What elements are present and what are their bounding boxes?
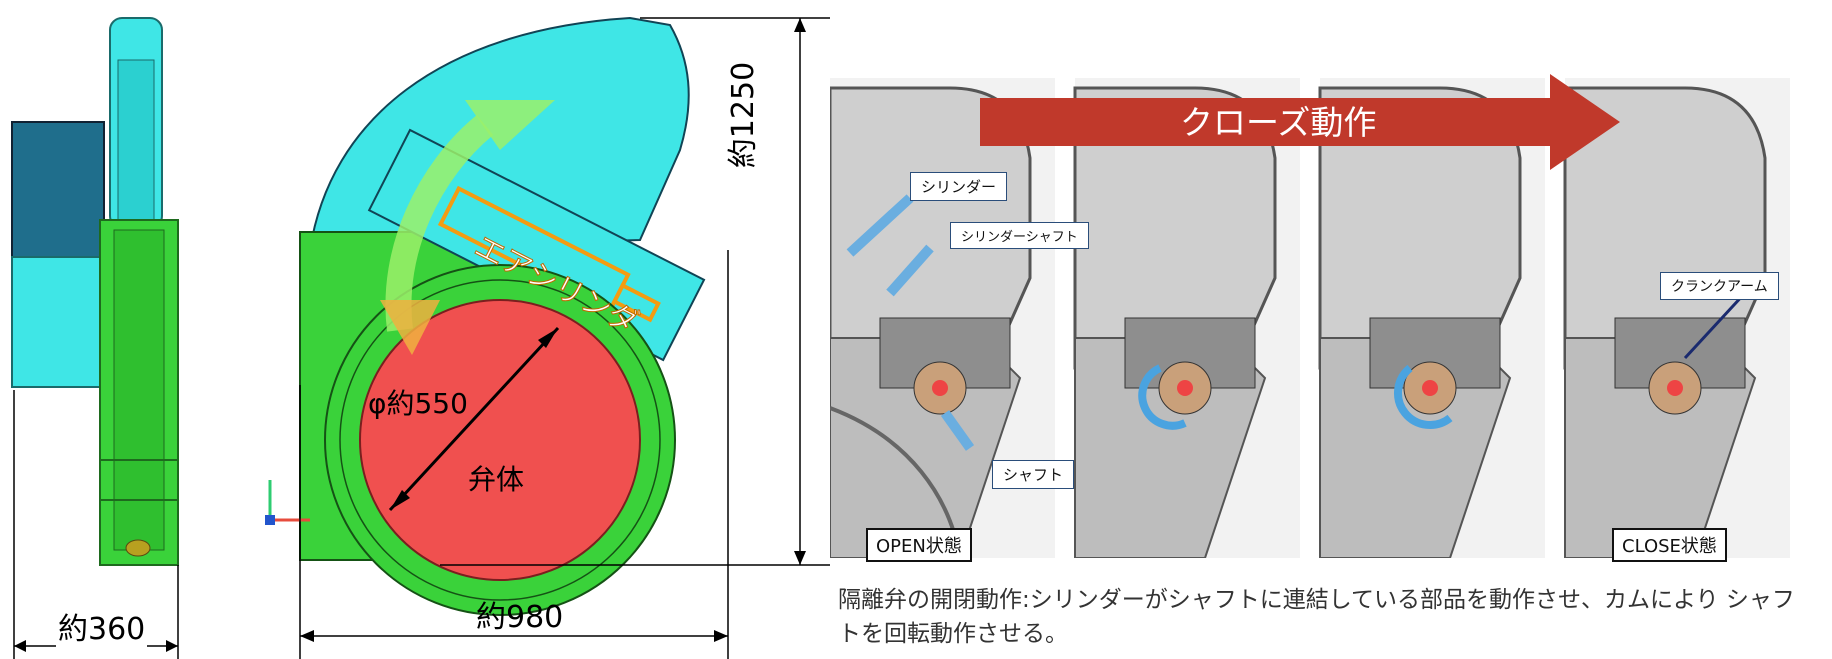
height-label: 約1250 (726, 61, 761, 169)
close-state-badge: CLOSE状態 (1612, 528, 1727, 562)
valve-body-label: 弁体 (468, 463, 525, 496)
open-state-badge: OPEN状態 (866, 528, 972, 562)
panel-drawings (828, 78, 1790, 559)
callout-cylinder-shaft: シリンダーシャフト (950, 222, 1089, 249)
operation-panels (828, 78, 1826, 559)
close-operation-arrow (980, 74, 1620, 170)
front-view-drawing (265, 16, 830, 659)
height-dimension-line (794, 18, 806, 565)
width-label: 約980 (476, 600, 564, 635)
diameter-label: φ約550 (368, 387, 468, 420)
operation-caption: 隔離弁の開閉動作:シリンダーがシャフトに連結している部品を動作させ、カムにより … (838, 587, 1795, 647)
callout-cylinder: シリンダー (910, 172, 1008, 201)
close-operation-label: クローズ動作 (1180, 103, 1377, 142)
side-width-label: 約360 (56, 604, 148, 648)
side-view-drawing (11, 17, 179, 659)
callout-crank-arm: クランクアーム (1660, 272, 1779, 300)
callout-shaft: シャフト (992, 460, 1075, 489)
